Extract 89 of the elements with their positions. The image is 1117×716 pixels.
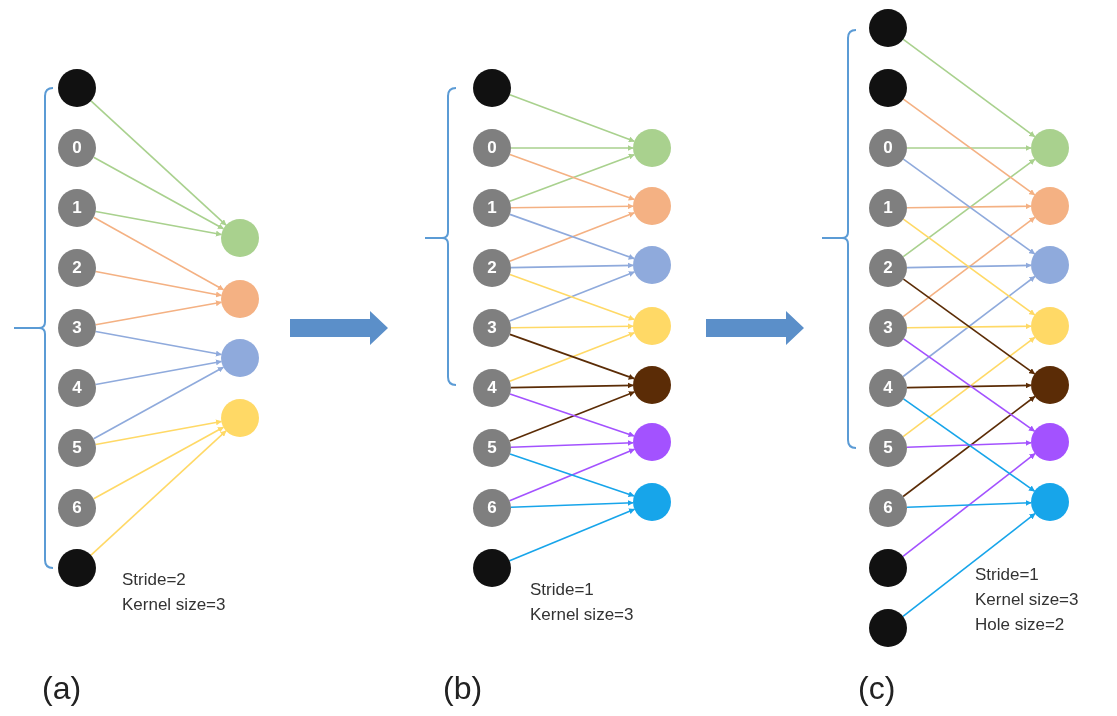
input-node: 3 — [58, 309, 96, 347]
arrow — [906, 203, 1032, 210]
parameter-text: Stride=1 — [975, 565, 1039, 585]
arrow — [510, 262, 634, 269]
input-node: 4 — [58, 369, 96, 407]
arrow — [906, 499, 1032, 509]
arrow — [510, 323, 634, 330]
input-node: 6 — [58, 489, 96, 527]
arrow — [906, 382, 1032, 389]
padding-node — [869, 549, 907, 587]
input-node: 6 — [869, 489, 907, 527]
input-node: 3 — [473, 309, 511, 347]
arrow — [510, 499, 634, 509]
arrow — [510, 382, 634, 389]
parameter-text: Hole size=2 — [975, 615, 1065, 635]
arrow — [94, 330, 223, 357]
input-node: 0 — [58, 129, 96, 167]
input-node: 2 — [869, 249, 907, 287]
input-node: 0 — [869, 129, 907, 167]
arrow — [906, 145, 1032, 151]
input-node: 1 — [869, 189, 907, 227]
padding-node — [869, 69, 907, 107]
input-node: 2 — [473, 249, 511, 287]
panel-label: (b) — [443, 670, 483, 706]
padding-node — [58, 69, 96, 107]
parameter-text: Kernel size=3 — [122, 595, 226, 615]
input-node: 4 — [869, 369, 907, 407]
panel-label: (c) — [858, 670, 896, 706]
output-node — [1031, 366, 1069, 404]
input-node: 6 — [473, 489, 511, 527]
arrow — [510, 203, 634, 210]
input-node: 4 — [473, 369, 511, 407]
arrow — [508, 508, 636, 562]
output-node — [1031, 423, 1069, 461]
output-node — [221, 339, 259, 377]
output-node — [1031, 246, 1069, 284]
arrow — [906, 262, 1032, 269]
padding-node — [473, 69, 511, 107]
output-node — [633, 366, 671, 404]
arrow — [90, 430, 227, 556]
output-node — [1031, 187, 1069, 225]
arrow — [902, 38, 1036, 138]
output-node — [633, 423, 671, 461]
arrow — [94, 300, 223, 326]
arrow — [510, 145, 634, 151]
arrow — [906, 439, 1032, 449]
padding-node — [869, 609, 907, 647]
arrow — [510, 439, 634, 449]
parameter-text: Kernel size=3 — [530, 605, 634, 625]
arrow — [90, 100, 227, 226]
arrow — [92, 216, 225, 291]
input-node: 5 — [869, 429, 907, 467]
output-node — [633, 246, 671, 284]
output-node — [633, 129, 671, 167]
parameter-text: Kernel size=3 — [975, 590, 1079, 610]
output-node — [1031, 307, 1069, 345]
output-node — [633, 307, 671, 345]
input-node: 2 — [58, 249, 96, 287]
output-node — [1031, 483, 1069, 521]
arrow — [94, 419, 223, 446]
arrow — [94, 359, 223, 386]
input-node: 1 — [473, 189, 511, 227]
arrow — [902, 452, 1036, 558]
arrow — [902, 98, 1036, 196]
input-node: 5 — [473, 429, 511, 467]
arrow — [906, 323, 1032, 330]
panel-label: (a) — [42, 670, 82, 706]
input-node: 1 — [58, 189, 96, 227]
padding-node — [869, 9, 907, 47]
arrow — [509, 93, 635, 143]
output-node — [633, 187, 671, 225]
parameter-text: Stride=2 — [122, 570, 186, 590]
input-node: 5 — [58, 429, 96, 467]
arrow — [94, 210, 223, 237]
output-node — [221, 219, 259, 257]
parameter-text: Stride=1 — [530, 580, 594, 600]
arrow — [92, 156, 225, 230]
output-node — [221, 280, 259, 318]
padding-node — [473, 549, 511, 587]
output-node — [633, 483, 671, 521]
arrow — [92, 366, 225, 440]
arrow — [92, 426, 225, 500]
output-node — [221, 399, 259, 437]
arrow — [902, 512, 1036, 618]
input-node: 3 — [869, 309, 907, 347]
input-node: 0 — [473, 129, 511, 167]
arrow — [94, 270, 223, 298]
padding-node — [58, 549, 96, 587]
output-node — [1031, 129, 1069, 167]
